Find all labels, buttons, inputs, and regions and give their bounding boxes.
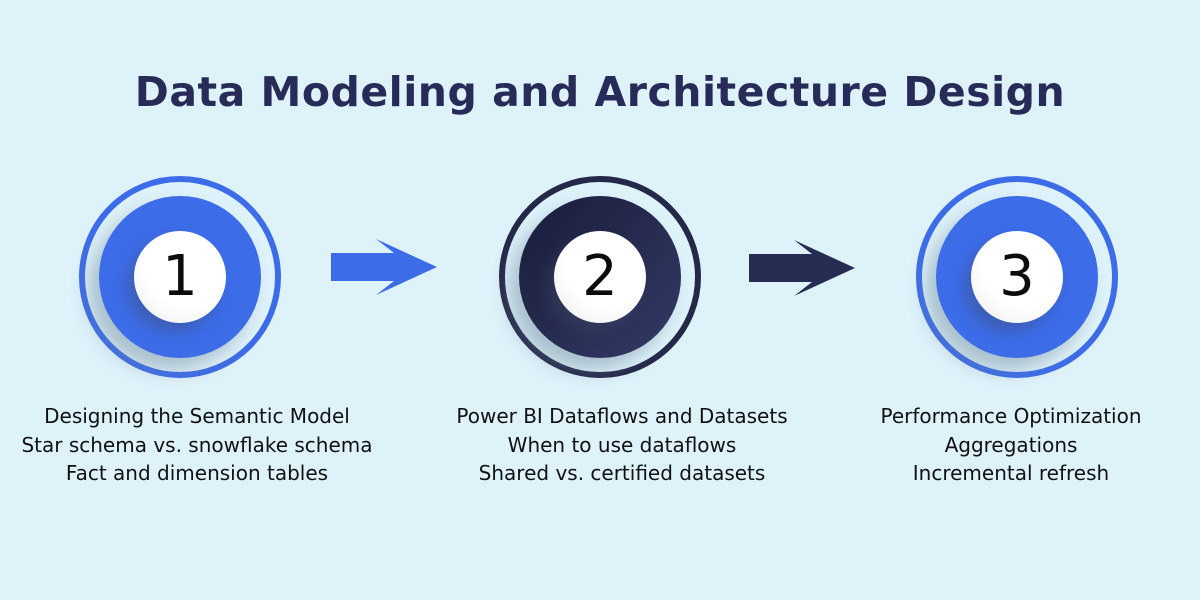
caption-line: Fact and dimension tables bbox=[65, 461, 329, 485]
caption-line: Aggregations bbox=[944, 432, 1078, 457]
step-1-disc: 1 bbox=[99, 196, 261, 358]
step-1-circle: 1 bbox=[79, 176, 281, 378]
arrow-right-icon bbox=[749, 240, 855, 296]
step-3-number-circle: 3 bbox=[971, 231, 1063, 323]
step-1-number: 1 bbox=[162, 244, 198, 309]
step-1-number-circle: 1 bbox=[134, 231, 226, 323]
step-2-number: 2 bbox=[582, 244, 618, 309]
step-2-number-circle: 2 bbox=[554, 231, 646, 323]
caption-line: Power BI Dataflows and Datasets bbox=[456, 404, 788, 428]
step-1-caption: Designing the Semantic Model Star schema… bbox=[0, 402, 394, 488]
step-2-caption: Power BI Dataflows and Datasets When to … bbox=[422, 402, 822, 488]
step-2-circle: 2 bbox=[499, 176, 701, 378]
step-3-disc: 3 bbox=[936, 196, 1098, 358]
step-3-number: 3 bbox=[999, 244, 1035, 309]
caption-line: Shared vs. certified datasets bbox=[478, 461, 766, 485]
step-3-caption: Performance Optimization Aggregations In… bbox=[831, 402, 1191, 488]
step-2-disc: 2 bbox=[519, 196, 681, 358]
caption-line: Performance Optimization bbox=[880, 404, 1142, 428]
caption-line: Star schema vs. snowflake schema bbox=[21, 432, 373, 457]
caption-line: Incremental refresh bbox=[912, 461, 1110, 485]
caption-line: Designing the Semantic Model bbox=[44, 404, 350, 428]
arrow-right-icon bbox=[331, 239, 437, 295]
caption-line: When to use dataflows bbox=[507, 432, 737, 457]
step-3-circle: 3 bbox=[916, 176, 1118, 378]
page-title: Data Modeling and Architecture Design bbox=[134, 68, 1066, 116]
